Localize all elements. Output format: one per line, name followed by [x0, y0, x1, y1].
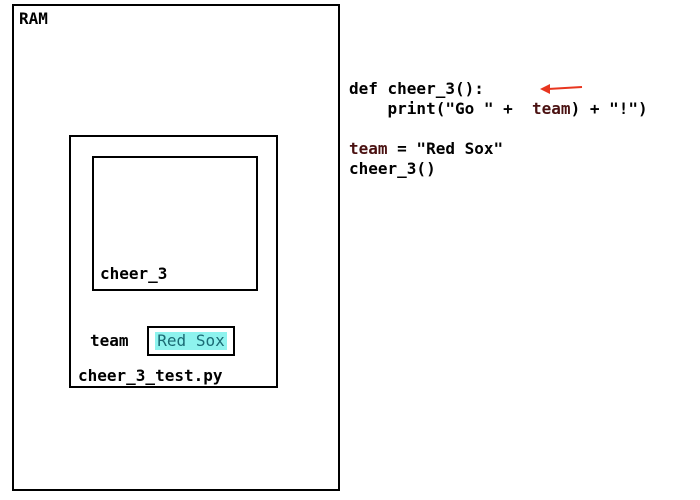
code-line-5: cheer_3() [349, 159, 436, 178]
function-frame-box: cheer_3 [92, 156, 258, 291]
module-label: cheer_3_test.py [78, 366, 223, 385]
code-line-1: def cheer_3(): [349, 79, 484, 98]
function-frame-label: cheer_3 [100, 264, 168, 283]
code-listing: def cheer_3(): print("Go " + team) + "!"… [349, 79, 648, 179]
code-line-4-var: team [349, 139, 388, 158]
code-line-2-pre: print("Go " + [349, 99, 533, 118]
module-box: cheer_3_test.py [69, 135, 278, 388]
code-line-4: team = "Red Sox" [349, 139, 648, 159]
left-arrow-icon [540, 84, 583, 94]
variable-name: team [90, 331, 129, 350]
code-line-blank [349, 119, 648, 139]
ram-label: RAM [19, 9, 48, 28]
code-line-4-post: = "Red Sox" [387, 139, 504, 158]
code-line-2-post: ) + "!") [570, 99, 648, 118]
variable-value: Red Sox [155, 331, 227, 350]
code-line-2: print("Go " + team) + "!") [349, 99, 648, 119]
ram-box: RAM [12, 4, 340, 491]
code-line-2-var: team [532, 99, 571, 118]
variable-value-box: Red Sox [147, 326, 235, 356]
